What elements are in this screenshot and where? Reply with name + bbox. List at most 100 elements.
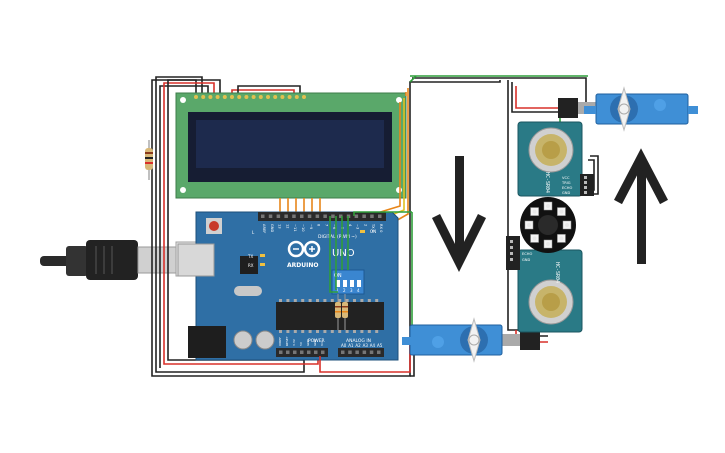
ic-pin: [301, 330, 305, 333]
digital-pin-label: 8: [317, 224, 321, 227]
digital-header-pin: [323, 214, 327, 218]
digital-pin-label: AREF: [262, 224, 266, 233]
arduino-rx-label: RX: [248, 263, 254, 268]
neopixel-led-core: [532, 209, 537, 214]
analog-pin-label: A3: [363, 343, 369, 348]
dip-switch-number-3: 3: [350, 288, 353, 293]
ic-pin: [375, 299, 379, 302]
digital-pin-label: 7: [324, 224, 328, 226]
arrow-up: [614, 148, 668, 264]
power-header-pin: [300, 350, 304, 354]
ic-pin: [360, 299, 364, 302]
digital-pin-label: TX 1: [371, 223, 375, 232]
ic-pin: [293, 299, 297, 302]
pulldown-resistors: [335, 294, 348, 330]
digital-pin-label: RX 0: [379, 224, 383, 233]
neopixel-led-core: [546, 204, 550, 208]
dip-switch: [331, 269, 365, 295]
lcd-pin: [194, 95, 198, 99]
neopixel-led-core: [565, 223, 569, 227]
ic-pin: [338, 299, 342, 302]
arduino-tx-label: TX: [247, 254, 253, 259]
neopixel-led-core: [559, 209, 564, 214]
digital-pin-label: 4: [348, 224, 352, 227]
sensor-bottom-pin: [510, 246, 513, 249]
ic-pin: [323, 299, 327, 302]
dip-switch-number-2: 2: [343, 288, 346, 293]
sensor-bottom-pin-label: GND: [522, 258, 530, 262]
lcd-pin: [273, 95, 278, 99]
digital-header-pin: [315, 214, 320, 218]
arduino-logo: [287, 240, 321, 258]
digital-pin-label: ~9: [309, 224, 313, 230]
usb-cable: [40, 240, 201, 280]
ic-pin: [293, 330, 297, 333]
digital-pin-label: 13: [278, 224, 282, 229]
lcd-pin: [258, 95, 263, 99]
ic-pin: [301, 299, 305, 302]
power-header-pin: [279, 350, 283, 354]
arduino-on-label: ON: [370, 229, 376, 234]
ic-pin: [323, 330, 327, 333]
resistor-left: [145, 140, 153, 180]
power-pin-label: IOREF: [278, 337, 282, 346]
ic-pin: [360, 330, 364, 333]
power-header-pin: [321, 350, 325, 354]
sensor-top-pin-label: ECHO: [562, 186, 572, 190]
analog-pin-label: A0: [341, 343, 347, 348]
power-pin-label: 3.3V: [292, 338, 296, 346]
analog-header-pin: [377, 350, 381, 354]
digital-header-pin: [307, 214, 312, 218]
sensor-top-pin-label: GND: [562, 191, 570, 195]
digital-pin-label: ~6: [332, 224, 336, 230]
digital-pin-label: GND: [270, 224, 274, 232]
power-pin-label: GND: [313, 338, 317, 346]
digital-header-pin: [261, 214, 265, 218]
ic-pin: [338, 330, 342, 333]
digital-header-pin: [276, 214, 281, 218]
arduino-l-label: L: [252, 230, 255, 235]
ic-pin: [316, 299, 319, 302]
analog-pin-label: A2: [355, 343, 361, 348]
digital-header-pin: [370, 214, 374, 218]
lcd-pin: [222, 95, 227, 99]
analog-header-pin: [355, 350, 359, 354]
analog-header-pin: [348, 350, 352, 354]
digital-header-pin: [354, 214, 359, 218]
servo-bottom: [402, 317, 540, 363]
ic-pin: [286, 299, 290, 302]
lcd-display: [175, 92, 407, 199]
digital-pin-label: 12: [285, 224, 289, 229]
ultrasonic-sensor-top: [517, 121, 594, 197]
lcd-pin: [302, 95, 306, 99]
sensor-bottom-pin: [510, 258, 513, 261]
analog-pin-label: A1: [348, 343, 354, 348]
ic-pin: [375, 330, 379, 333]
sensor-top-pin: [584, 191, 587, 194]
power-header-pin: [307, 350, 311, 354]
digital-pin-label: ~3: [356, 224, 360, 229]
analog-pin-label: A5: [377, 343, 383, 348]
board-green-wires: [329, 211, 412, 293]
ic-pin: [330, 330, 334, 333]
ic-pin: [308, 330, 312, 333]
ic-pin: [345, 299, 349, 302]
arduino-digital-header-label: DIGITAL (PWM ~): [318, 234, 357, 240]
dip-switch-number-4: 4: [357, 288, 360, 293]
sensor-top-pin: [584, 181, 587, 184]
neopixel-led-core: [532, 236, 537, 241]
digital-header-pin: [300, 214, 304, 218]
lcd-pin: [244, 95, 249, 99]
digital-header-pin: [378, 214, 382, 218]
lcd-pin: [201, 95, 206, 99]
sensor-bottom-pin-label: ECHO: [522, 252, 532, 256]
ic-pin: [279, 330, 282, 333]
power-header-pin: [286, 350, 290, 354]
sensor-bottom-model: HC-SR04: [554, 262, 560, 283]
digital-header-pin: [362, 214, 366, 218]
power-pin-label: RESET: [285, 336, 289, 346]
arduino-analog-label: ANALOG IN: [346, 338, 371, 344]
lcd-pin: [280, 95, 285, 99]
ic-pin: [367, 299, 371, 302]
